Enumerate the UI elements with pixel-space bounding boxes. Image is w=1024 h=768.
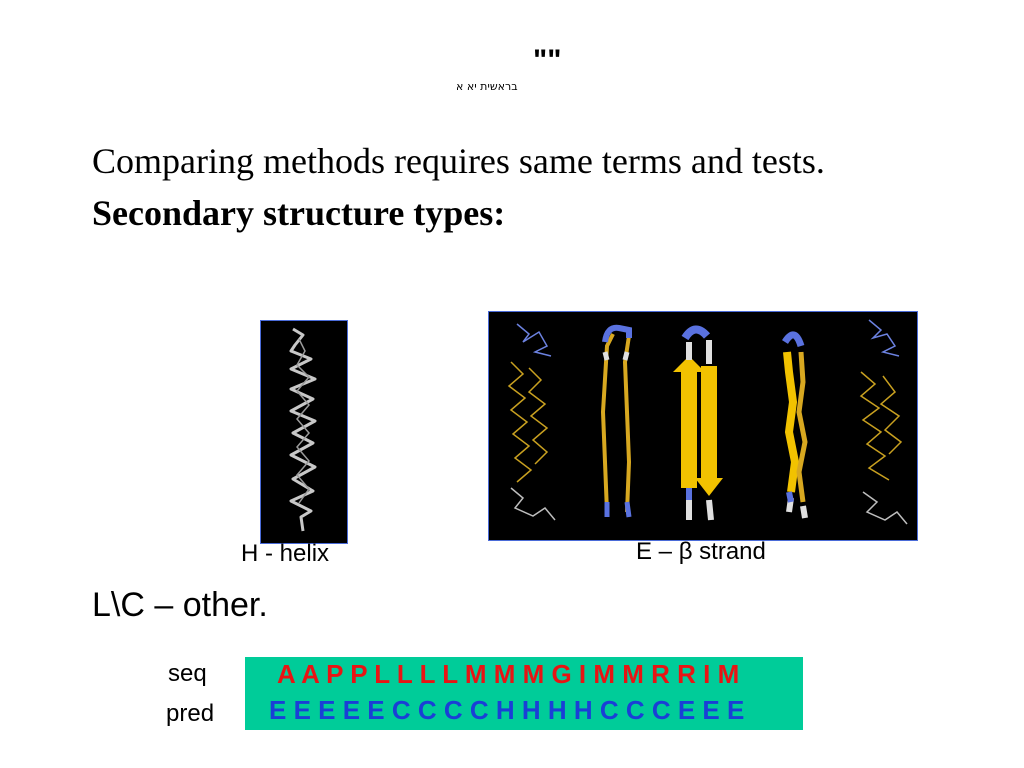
beta-strand-image [488,311,918,541]
title-quote-mark: "" [533,44,562,77]
verse-reference: בראשית יא א [456,80,518,93]
beta-strand-label: E – β strand [636,538,766,565]
prediction-row: E E E E E C C C C H H H H C C C E E E [269,695,745,725]
body-line-comparing-methods: Comparing methods requires same terms an… [92,141,825,181]
body-line-secondary-structure-types: Secondary structure types: [92,193,506,233]
helix-label: H - helix [241,540,330,567]
seq-label: seq [168,660,207,687]
helix-image [260,320,348,544]
helix-illustration [289,327,317,532]
pred-label: pred [166,700,215,727]
beta-strand-illustration [507,319,908,525]
other-structure-line: L\C – other. [92,586,268,624]
sequence-row: A A P P L L L L M M M G I M M R R I M [277,659,740,689]
sequence-box: A A P P L L L L M M M G I M M R R I M E … [245,657,803,730]
